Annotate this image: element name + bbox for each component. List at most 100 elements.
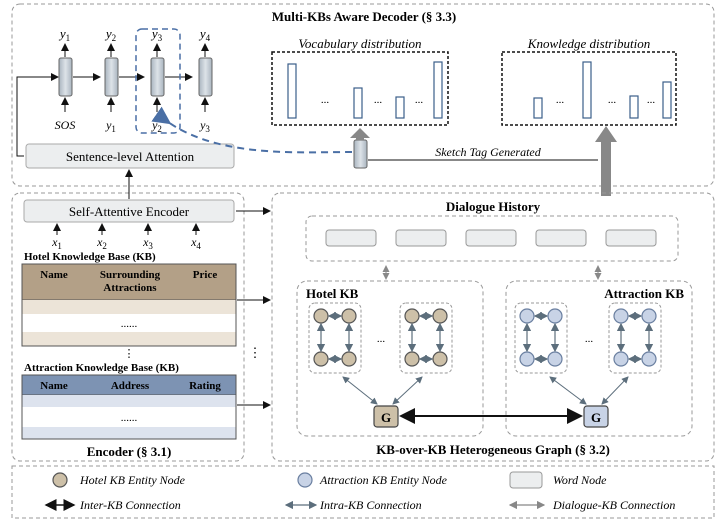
hotel-table-dots: ...... <box>121 318 138 330</box>
attraction-global-node-label: G <box>591 410 601 425</box>
word-node <box>395 229 447 247</box>
self-attentive-encoder-box <box>23 199 235 223</box>
attraction-entity-nodes <box>519 308 657 367</box>
output-y1: y1 <box>58 26 70 43</box>
attraction-entity-node <box>519 308 535 324</box>
legend-attraction-node-icon <box>297 472 313 488</box>
hotel-entity-node <box>404 308 420 324</box>
decoder-cell <box>104 57 119 97</box>
attraction-cluster-to-g <box>601 376 629 405</box>
vertical-ellipsis: ⋮ <box>124 348 135 360</box>
hotel-cluster-to-g <box>342 376 378 405</box>
vocab-ellipsis: ... <box>321 94 330 106</box>
vertical-ellipsis: ⋮ <box>249 345 262 360</box>
legend-word-node: Word Node <box>553 473 607 487</box>
attraction-table-dots: ...... <box>121 412 138 424</box>
graph-label: KB-over-KB Heterogeneous Graph (§ 3.2) <box>376 442 610 457</box>
attraction-global-node <box>583 405 609 428</box>
attraction-kb-graph-box <box>505 280 693 437</box>
input-y3: y3 <box>199 118 210 134</box>
encoder-label: Encoder (§ 3.1) <box>87 444 172 459</box>
hotel-col-name: Name <box>40 269 68 281</box>
hotel-kb-title: Hotel Knowledge Base (KB) <box>24 251 156 263</box>
input-y2: y2 <box>151 118 162 134</box>
encoder-box <box>11 192 245 462</box>
legend-hotel-node: Hotel KB Entity Node <box>79 473 186 487</box>
vocab-distribution-title: Vocabulary distribution <box>298 36 421 51</box>
decoder-box <box>11 3 715 187</box>
attraction-cluster-ellipsis: ... <box>585 333 594 345</box>
hotel-entity-node <box>432 308 448 324</box>
dialogue-history-title: Dialogue History <box>446 199 541 214</box>
legend-box <box>11 465 715 519</box>
input-sos: SOS <box>55 118 76 132</box>
hotel-kb-graph-title: Hotel KB <box>306 286 359 301</box>
knowledge-distribution-box <box>501 51 677 126</box>
sentence-attention-box <box>25 143 235 169</box>
sketch-tag-cell <box>353 139 368 169</box>
attention-to-decoder-arrow <box>16 76 24 157</box>
attraction-col-address: Address <box>111 380 150 392</box>
knowledge-ellipsis: ... <box>647 94 656 106</box>
input-x1: x1 <box>51 235 62 251</box>
graph-box <box>271 192 715 462</box>
legend-hotel-node-icon <box>52 472 68 488</box>
attraction-entity-node <box>613 308 629 324</box>
decoder-cell <box>198 57 213 97</box>
hotel-entity-node <box>341 351 357 367</box>
legend-dialogue-kb: Dialogue-KB Connection <box>552 498 675 512</box>
decoder-title: Multi-KBs Aware Decoder (§ 3.3) <box>272 9 457 24</box>
hotel-entity-node <box>313 308 329 324</box>
hotel-cluster <box>399 302 453 374</box>
word-node <box>465 229 517 247</box>
hotel-cluster <box>308 302 362 374</box>
attraction-entity-node <box>641 308 657 324</box>
hotel-kb-table <box>21 263 237 347</box>
hotel-entity-node <box>404 351 420 367</box>
attraction-kb-row <box>22 427 236 439</box>
decoder-rnn <box>22 43 213 112</box>
input-y1: y1 <box>105 118 116 134</box>
sketch-to-vocab-arrow <box>350 128 370 140</box>
attraction-kb-table <box>21 374 237 440</box>
hotel-cluster-ellipsis: ... <box>377 333 386 345</box>
input-x3: x3 <box>142 235 153 251</box>
knowledge-ellipsis: ... <box>556 94 565 106</box>
hotel-entity-nodes <box>313 308 448 367</box>
attraction-kb-row <box>22 407 236 427</box>
legend-inter-kb: Inter-KB Connection <box>79 498 181 512</box>
word-node <box>605 229 657 247</box>
hotel-global-node <box>373 405 399 428</box>
sentence-attention-label: Sentence-level Attention <box>66 149 195 164</box>
hotel-col-price: Price <box>193 269 218 281</box>
attraction-cluster-to-g <box>549 376 587 405</box>
output-y4: y4 <box>198 26 211 43</box>
attraction-cluster <box>608 302 662 374</box>
knowledge-ellipsis: ... <box>608 94 617 106</box>
attraction-kb-row <box>22 395 236 407</box>
hotel-kb-row <box>22 314 236 332</box>
decoder-cell <box>58 57 73 97</box>
word-node <box>325 229 377 247</box>
vocab-distribution-box <box>271 51 449 126</box>
legend-intra-kb: Intra-KB Connection <box>319 498 422 512</box>
dialogue-history-box <box>305 215 679 262</box>
sketch-tag-label: Sketch Tag Generated <box>435 145 542 159</box>
graph-to-knowledge-arrow <box>595 126 617 196</box>
legend-attraction-node: Attraction KB Entity Node <box>319 473 448 487</box>
hotel-kb-row <box>22 332 236 346</box>
self-attentive-encoder-label: Self-Attentive Encoder <box>69 204 190 219</box>
attraction-entity-node <box>613 351 629 367</box>
attraction-kb-graph-title: Attraction KB <box>604 286 684 301</box>
input-x4: x4 <box>190 235 201 251</box>
attraction-col-name: Name <box>40 380 68 392</box>
hotel-intra-edges <box>316 311 445 364</box>
vocab-ellipsis: ... <box>374 94 383 106</box>
attraction-col-rating: Rating <box>189 380 221 392</box>
word-node <box>535 229 587 247</box>
attraction-entity-node <box>547 308 563 324</box>
hotel-entity-node <box>341 308 357 324</box>
word-nodes <box>325 229 657 247</box>
encoder-input-arrows <box>53 223 200 235</box>
